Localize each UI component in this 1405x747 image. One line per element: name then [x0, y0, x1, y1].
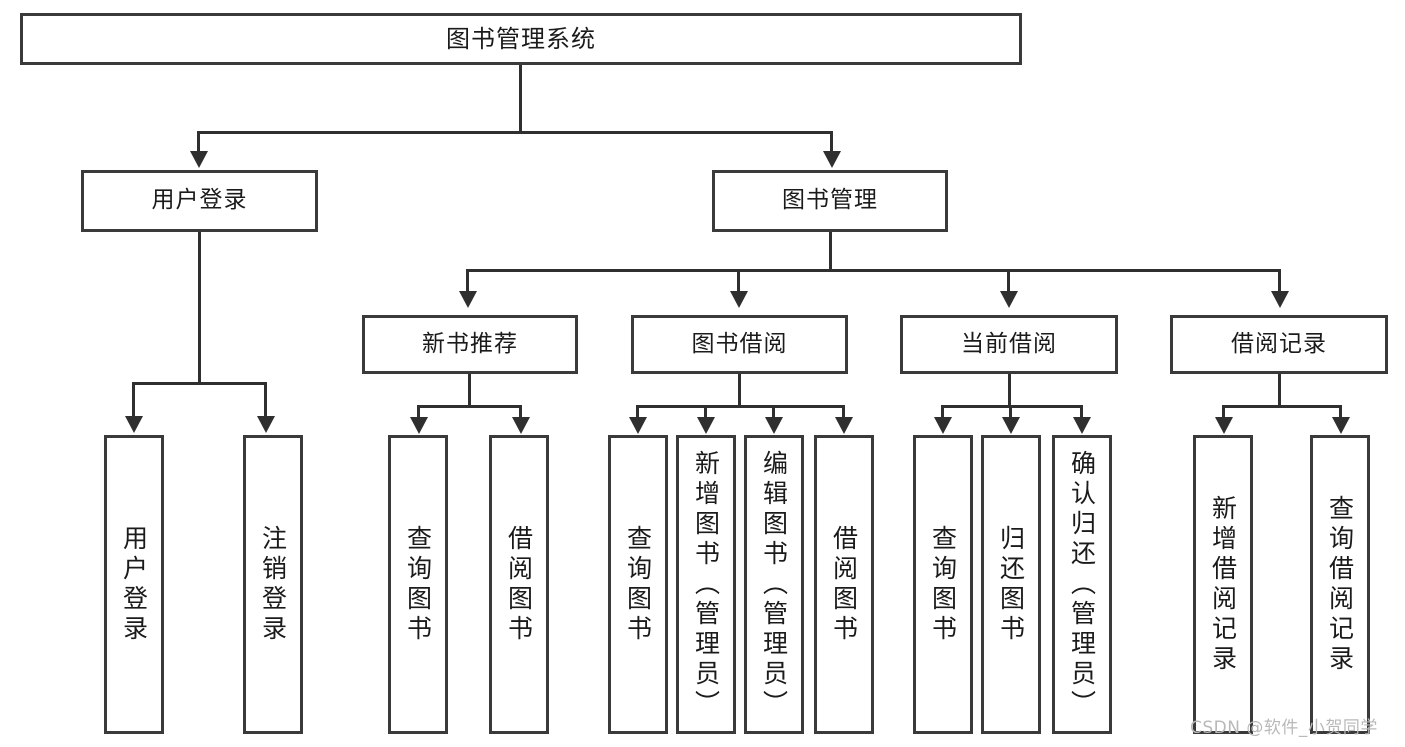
node-new-book-recommend[interactable]: 新书推荐	[362, 315, 578, 374]
leaf-borrow-borrow-book[interactable]: 借阅图书	[814, 435, 874, 734]
arrow-book-borrow-leaf1	[629, 417, 647, 434]
connector-user-login-bus	[132, 382, 267, 385]
node-label: 借阅记录	[1231, 330, 1327, 357]
node-label: 用户登录	[151, 187, 248, 214]
arrow-to-new-book	[459, 291, 477, 308]
leaf-user-login[interactable]: 用户登录	[104, 435, 164, 734]
connector-borrow-record-bus	[1222, 405, 1342, 408]
node-label: 新增借阅记录	[1208, 494, 1238, 675]
connector-root-to-book-manage	[830, 131, 833, 153]
connector-to-current-borrow	[1007, 269, 1010, 293]
connector-borrow-record-leaf2	[1339, 405, 1342, 419]
arrow-current-borrow-leaf3	[1073, 417, 1091, 434]
node-label: 确认归还（管理员）	[1067, 449, 1097, 720]
arrow-book-borrow-leaf3	[765, 417, 783, 434]
connector-to-borrow-record	[1278, 269, 1281, 293]
node-root-system[interactable]: 图书管理系统	[20, 13, 1022, 65]
arrow-to-current-borrow	[1000, 291, 1018, 308]
connector-root-to-user-login	[197, 131, 200, 153]
leaf-record-query-borrow-record[interactable]: 查询借阅记录	[1310, 435, 1370, 734]
connector-to-new-book	[466, 269, 469, 293]
node-label: 新书推荐	[422, 330, 518, 357]
connector-current-borrow-stem	[1008, 374, 1011, 408]
arrow-new-book-leaf1	[410, 417, 428, 434]
leaf-recommend-query-book[interactable]: 查询图书	[388, 435, 448, 734]
node-label: 归还图书	[996, 524, 1026, 645]
node-label: 注销登录	[258, 524, 288, 645]
node-current-borrow[interactable]: 当前借阅	[900, 315, 1118, 374]
leaf-current-return-book[interactable]: 归还图书	[981, 435, 1041, 734]
node-label: 图书借阅	[691, 330, 788, 357]
node-book-borrow[interactable]: 图书借阅	[631, 315, 848, 374]
connector-book-borrow-leaf3	[772, 405, 775, 419]
arrow-root-to-book-manage	[823, 151, 841, 168]
connector-book-borrow-stem	[738, 374, 741, 408]
arrow-to-book-borrow	[730, 291, 748, 308]
arrow-user-login-leaf2	[257, 416, 275, 433]
arrow-to-borrow-record	[1271, 291, 1289, 308]
arrow-book-borrow-leaf4	[835, 417, 853, 434]
node-label: 图书管理	[782, 187, 878, 214]
arrow-user-login-leaf1	[125, 416, 143, 433]
arrow-borrow-record-leaf2	[1332, 417, 1350, 434]
node-label: 当前借阅	[961, 330, 1057, 357]
connector-borrow-record-leaf1	[1222, 405, 1225, 419]
connector-to-book-borrow	[737, 269, 740, 293]
node-user-login[interactable]: 用户登录	[81, 170, 318, 232]
connector-book-manage-stem	[829, 232, 832, 271]
connector-book-borrow-leaf1	[636, 405, 639, 419]
node-label: 借阅图书	[829, 524, 859, 645]
leaf-borrow-add-book-admin[interactable]: 新增图书（管理员）	[676, 435, 736, 734]
leaf-logout-login[interactable]: 注销登录	[243, 435, 303, 734]
connector-book-borrow-bus	[636, 405, 845, 408]
node-label: 借阅图书	[504, 524, 534, 645]
connector-user-login-leaf2	[264, 382, 267, 418]
connector-current-borrow-leaf3	[1080, 405, 1083, 419]
connector-new-book-leaf2	[519, 405, 522, 419]
connector-user-login-leaf1	[132, 382, 135, 418]
connector-current-borrow-leaf2	[1009, 405, 1012, 419]
arrow-root-to-user-login	[190, 151, 208, 168]
connector-new-book-bus	[417, 405, 522, 408]
connector-book-manage-bus	[466, 269, 1281, 272]
leaf-record-add-borrow-record[interactable]: 新增借阅记录	[1193, 435, 1253, 734]
node-label: 查询图书	[928, 524, 958, 645]
csdn-watermark: CSDN @软件_小贺同学	[1190, 718, 1378, 738]
arrow-new-book-leaf2	[512, 417, 530, 434]
leaf-borrow-query-book[interactable]: 查询图书	[608, 435, 668, 734]
arrow-current-borrow-leaf2	[1002, 417, 1020, 434]
node-label: 图书管理系统	[446, 24, 596, 53]
arrow-book-borrow-leaf2	[697, 417, 715, 434]
node-label: 查询图书	[623, 524, 653, 645]
node-borrow-record[interactable]: 借阅记录	[1170, 315, 1388, 374]
connector-borrow-record-stem	[1278, 374, 1281, 408]
connector-root-bus	[197, 131, 833, 134]
node-label: 用户登录	[119, 524, 149, 645]
connector-root-stem	[519, 65, 522, 133]
connector-new-book-leaf1	[417, 405, 420, 419]
leaf-current-query-book[interactable]: 查询图书	[913, 435, 973, 734]
connector-current-borrow-leaf1	[941, 405, 944, 419]
connector-current-borrow-bus	[941, 405, 1083, 408]
connector-book-borrow-leaf4	[842, 405, 845, 419]
connector-user-login-stem	[198, 232, 201, 384]
leaf-borrow-edit-book-admin[interactable]: 编辑图书（管理员）	[744, 435, 804, 734]
node-label: 查询借阅记录	[1325, 494, 1355, 675]
node-book-management[interactable]: 图书管理	[712, 170, 948, 232]
node-label: 新增图书（管理员）	[691, 449, 721, 720]
leaf-current-confirm-return-admin[interactable]: 确认归还（管理员）	[1052, 435, 1112, 734]
arrow-borrow-record-leaf1	[1215, 417, 1233, 434]
connector-book-borrow-leaf2	[704, 405, 707, 419]
connector-new-book-stem	[468, 374, 471, 408]
arrow-current-borrow-leaf1	[934, 417, 952, 434]
node-label: 编辑图书（管理员）	[759, 449, 789, 720]
leaf-recommend-borrow-book[interactable]: 借阅图书	[489, 435, 549, 734]
node-label: 查询图书	[403, 524, 433, 645]
